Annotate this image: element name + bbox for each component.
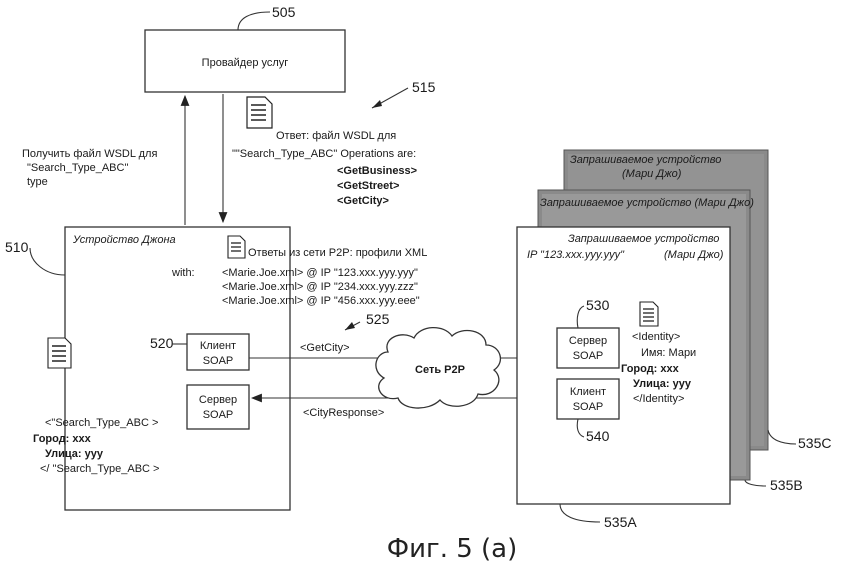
- wsdl-response-title: Ответ: файл WSDL для: [276, 130, 396, 142]
- john-soap-client-line2: SOAP: [203, 355, 234, 367]
- p2p-network-label: Сеть P2P: [415, 364, 465, 376]
- ref-leader-510: [30, 248, 65, 275]
- query-document-icon: [48, 338, 71, 368]
- ref-525: 525: [366, 311, 390, 327]
- ref-leader-535b: [745, 480, 766, 486]
- profile-3: <Marie.Joe.xml> @ IP "456.xxx.yyy.eee": [222, 295, 420, 307]
- ref-530: 530: [586, 297, 610, 313]
- device-535c-title-2: (Мари Джо): [622, 168, 682, 180]
- remote-soap-client-line2: SOAP: [573, 401, 604, 413]
- john-soap-server-line2: SOAP: [203, 409, 234, 421]
- ref-leader-535c: [768, 430, 796, 444]
- ref-leader-505: [238, 12, 270, 30]
- ref-535b: 535B: [770, 477, 803, 493]
- ref-535a: 535A: [604, 514, 637, 530]
- ref-515: 515: [412, 79, 436, 95]
- service-provider-label: Провайдер услуг: [202, 57, 289, 69]
- wsdl-op-getstreet: <GetStreet>: [337, 180, 399, 192]
- identity-xml-line4: Улица: yyy: [633, 378, 692, 390]
- query-xml-line4: </ "Search_Type_ABC >: [40, 463, 159, 475]
- device-535a-title: Запрашиваемое устройство: [568, 233, 719, 245]
- wsdl-response-ops-intro: ""Search_Type_ABC" Operations are:: [232, 148, 416, 160]
- p2p-answers-document-icon: [228, 236, 245, 258]
- identity-xml-line1: <Identity>: [632, 331, 680, 343]
- remote-soap-server-line1: Сервер: [569, 335, 607, 347]
- figure-caption: Фиг. 5 (а): [387, 534, 518, 564]
- device-535a-owner: (Мари Джо): [664, 249, 724, 261]
- remote-soap-client-box: [557, 379, 619, 419]
- ref-510: 510: [5, 239, 29, 255]
- with-label: with:: [171, 267, 195, 279]
- wsdl-request-line2: "Search_Type_ABC": [27, 162, 128, 174]
- remote-soap-client-line1: Клиент: [570, 386, 606, 398]
- cityresponse-label: <CityResponse>: [303, 407, 384, 419]
- identity-xml-line5: </Identity>: [633, 393, 684, 405]
- profile-2: <Marie.Joe.xml> @ IP "234.xxx.yyy.zzz": [222, 281, 418, 293]
- device-535b-title: Запрашиваемое устройство (Мари Джо): [540, 197, 754, 209]
- query-xml-line2: Город: xxx: [33, 433, 92, 445]
- identity-xml-line3: Город: xxx: [621, 363, 680, 375]
- wsdl-op-getbusiness: <GetBusiness>: [337, 165, 417, 177]
- john-device-title: Устройство Джона: [72, 234, 176, 246]
- remote-soap-server-box: [557, 328, 619, 368]
- device-535c-title-1: Запрашиваемое устройство: [570, 154, 721, 166]
- john-soap-server-box: [187, 385, 249, 429]
- ref-505: 505: [272, 4, 296, 20]
- wsdl-op-getcity: <GetCity>: [337, 195, 389, 207]
- query-xml-line3: Улица: yyy: [45, 448, 104, 460]
- getcity-label: <GetCity>: [300, 342, 350, 354]
- ref-535c: 535C: [798, 435, 831, 451]
- wsdl-request-line1: Получить файл WSDL для: [22, 148, 157, 160]
- ref-540: 540: [586, 428, 610, 444]
- identity-document-icon: [640, 302, 658, 326]
- wsdl-request-line3: type: [27, 176, 48, 188]
- ref-520: 520: [150, 335, 174, 351]
- device-535a-ip: IP "123.xxx.yyy.yyy": [527, 249, 625, 261]
- ref-leader-535a: [560, 504, 600, 522]
- query-xml-line1: <"Search_Type_ABC >: [45, 417, 158, 429]
- profile-1: <Marie.Joe.xml> @ IP "123.xxx.yyy.yyy": [222, 267, 418, 279]
- wsdl-document-icon: [247, 97, 272, 128]
- john-soap-client-line1: Клиент: [200, 340, 236, 352]
- identity-xml-line2: Имя: Мари: [641, 347, 696, 359]
- john-soap-server-line1: Сервер: [199, 394, 237, 406]
- p2p-answers-label: Ответы из сети P2P: профили XML: [248, 247, 427, 259]
- remote-soap-server-line2: SOAP: [573, 350, 604, 362]
